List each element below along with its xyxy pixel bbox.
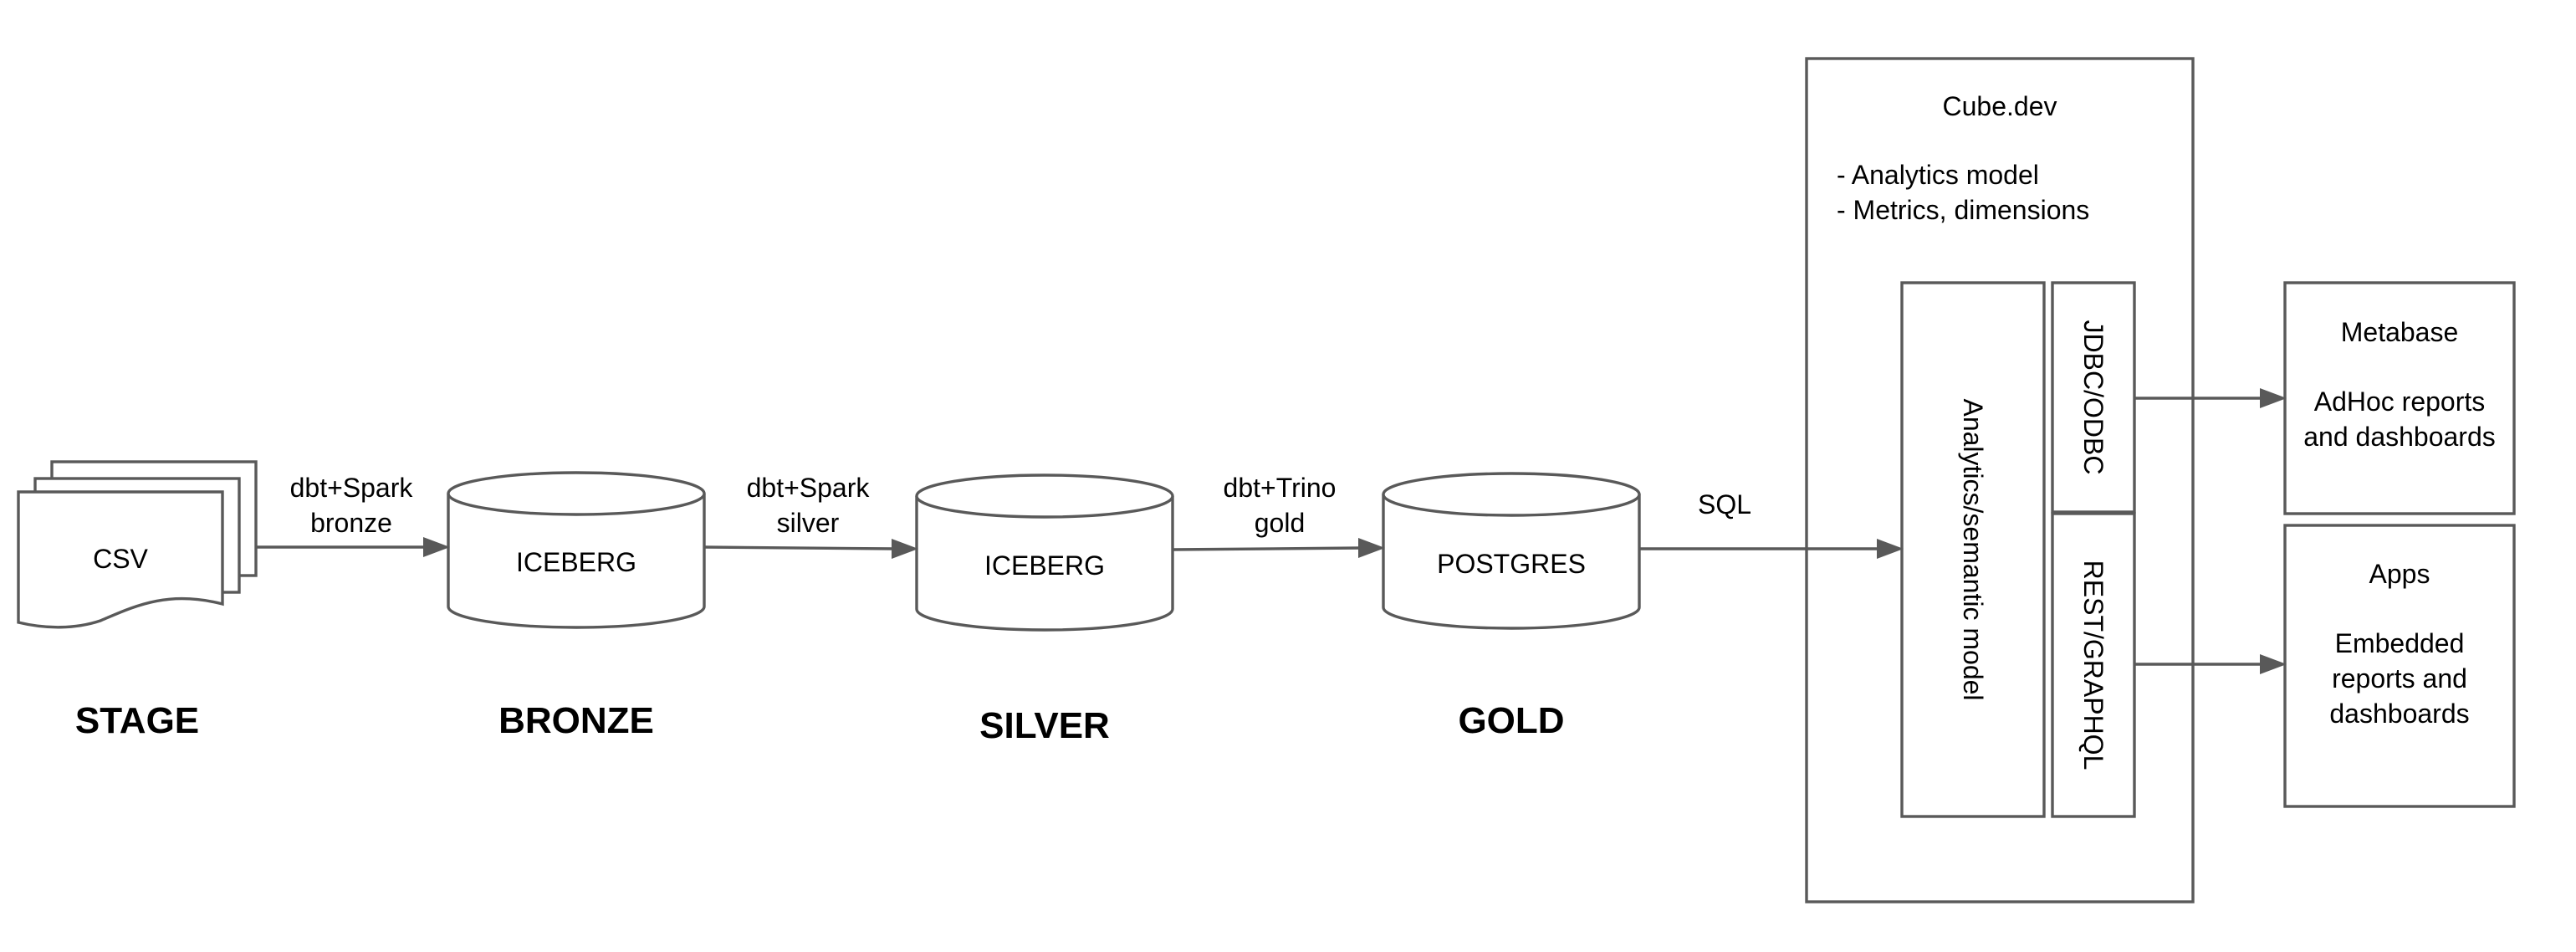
stage-label-bronze: BRONZE	[498, 700, 654, 741]
apps-desc-line2: reports and	[2332, 663, 2467, 694]
jdbc-odbc-label: JDBC/ODBC	[2078, 320, 2108, 475]
semantic-model-label: Analytics/semantic model	[1958, 398, 1988, 700]
stage-label-silver: SILVER	[979, 705, 1110, 746]
iceberg-bronze-label: ICEBERG	[516, 547, 636, 577]
jdbc-odbc-box	[2051, 281, 2136, 514]
apps-title: Apps	[2369, 559, 2430, 589]
csv-node: CSV	[17, 460, 258, 629]
postgres-label: POSTGRES	[1437, 549, 1586, 579]
iceberg-silver-label: ICEBERG	[984, 550, 1105, 581]
edge-silver-to-gold-label-2: gold	[1255, 508, 1306, 538]
edge-rest-to-apps	[2134, 654, 2287, 674]
metabase-title: Metabase	[2341, 317, 2459, 347]
edge-stage-to-bronze: dbt+Spark bronze	[256, 473, 450, 557]
rest-graphql-box	[2051, 512, 2136, 818]
edge-bronze-to-silver: dbt+Spark silver	[703, 473, 918, 559]
edge-silver-to-gold-label-1: dbt+Trino	[1224, 473, 1337, 503]
edge-silver-to-gold: dbt+Trino gold	[1172, 473, 1385, 558]
csv-label: CSV	[93, 544, 148, 574]
cube-dev-line-metrics: - Metrics, dimensions	[1837, 195, 2089, 225]
edge-bronze-to-silver-label-2: silver	[777, 508, 840, 538]
rest-graphql-label: REST/GRAPHQL	[2078, 560, 2108, 770]
cube-dev-line-analytics: - Analytics model	[1837, 160, 2039, 190]
iceberg-bronze-node: ICEBERG	[447, 471, 706, 629]
apps-desc-line3: dashboards	[2329, 699, 2469, 729]
edge-stage-to-bronze-label-2: bronze	[310, 508, 392, 538]
edge-stage-to-bronze-label-1: dbt+Spark	[290, 473, 414, 503]
stage-label-stage: STAGE	[75, 700, 199, 741]
edge-bronze-to-silver-label-1: dbt+Spark	[747, 473, 871, 503]
apps-desc-line1: Embedded	[2335, 628, 2465, 658]
stage-label-gold: GOLD	[1458, 700, 1564, 741]
iceberg-silver-node: ICEBERG	[915, 473, 1174, 632]
metabase-node: Metabase AdHoc reports and dashboards	[2283, 281, 2516, 515]
edge-gold-to-cube: SQL	[1639, 489, 1904, 559]
cube-dev-container: Cube.dev - Analytics model - Metrics, di…	[1805, 57, 2195, 903]
edge-jdbc-to-metabase	[2134, 388, 2287, 408]
apps-node: Apps Embedded reports and dashboards	[2283, 524, 2516, 808]
cube-dev-title: Cube.dev	[1943, 91, 2057, 121]
edge-gold-to-cube-label: SQL	[1698, 489, 1751, 520]
metabase-desc-line2: and dashboards	[2303, 422, 2496, 452]
metabase-desc-line1: AdHoc reports	[2314, 386, 2486, 417]
postgres-node: POSTGRES	[1382, 472, 1641, 630]
semantic-model-box	[1900, 281, 2046, 818]
